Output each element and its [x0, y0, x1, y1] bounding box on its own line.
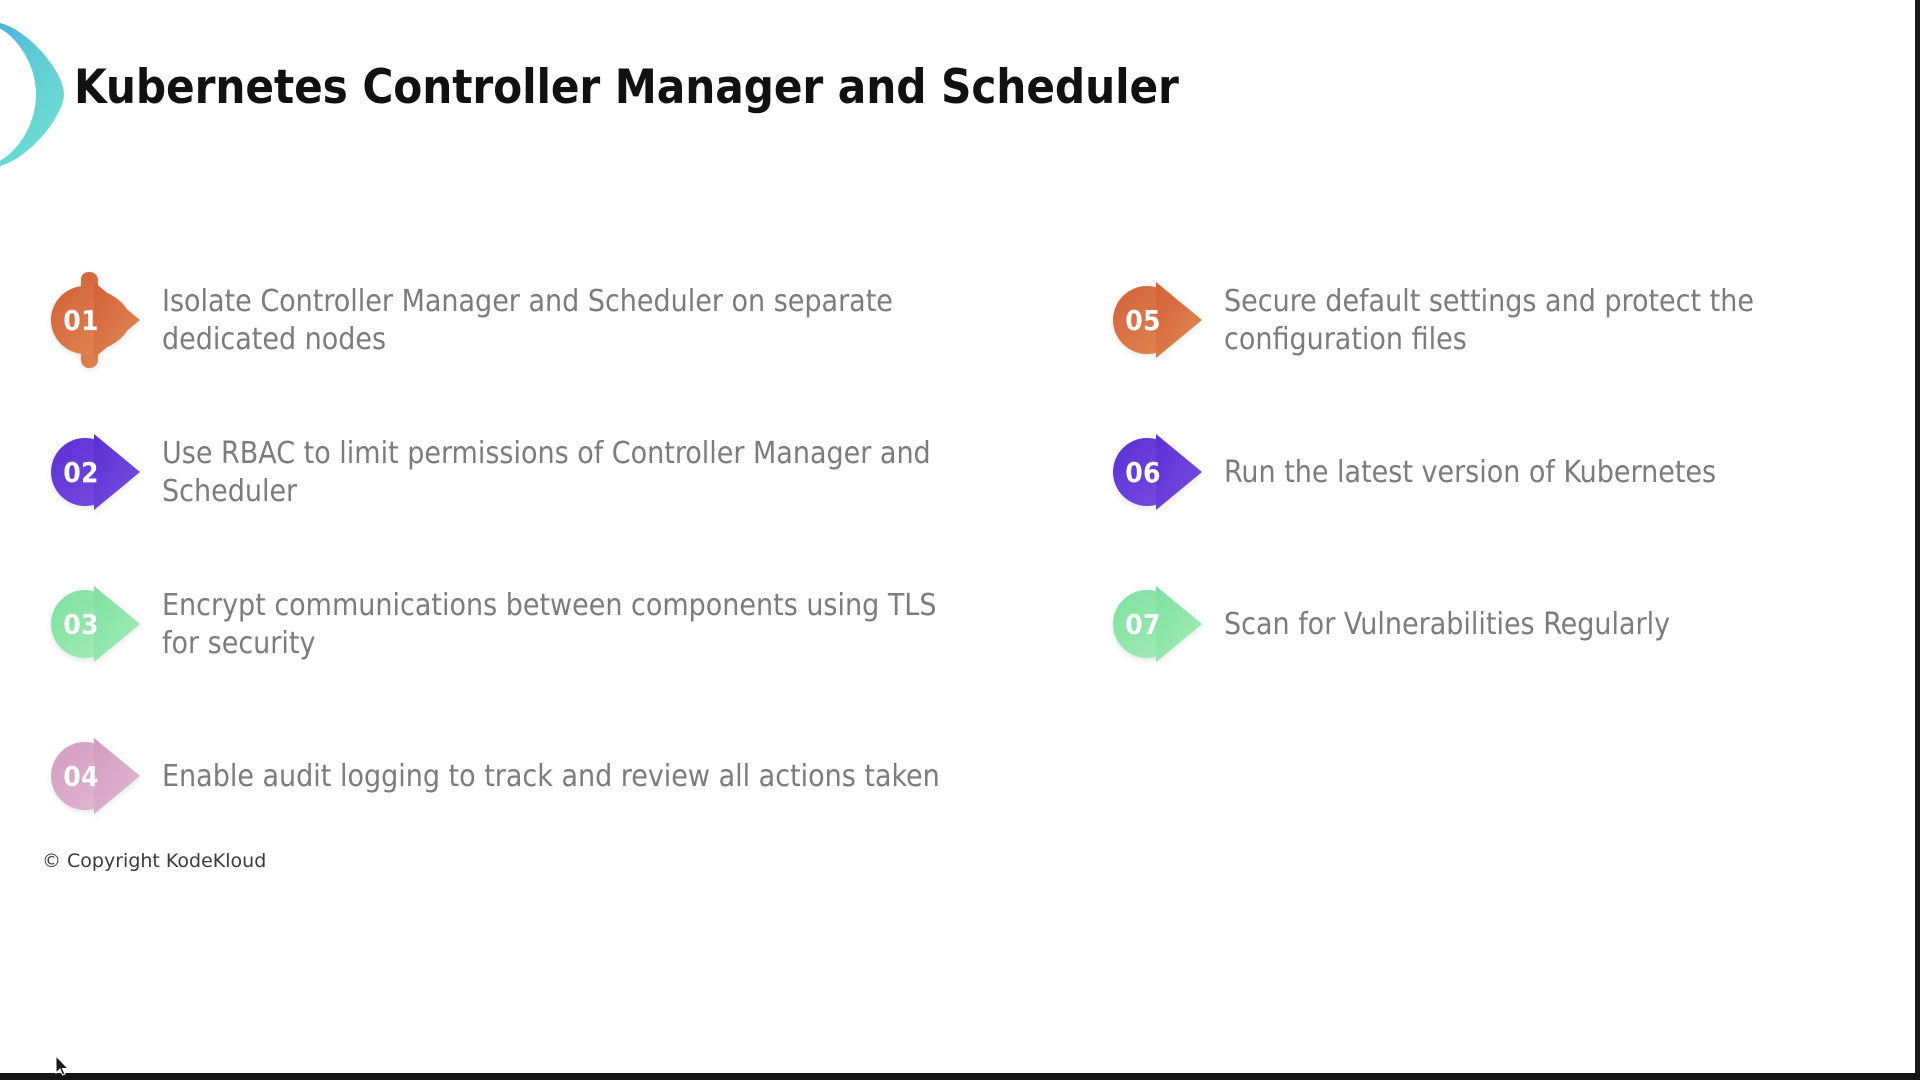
numbered-arrow-badge-icon: 01 — [48, 268, 144, 372]
numbered-arrow-badge-icon: 03 — [48, 572, 144, 676]
badge-number: 07 — [1125, 607, 1161, 641]
list-item: 05 Secure default settings and protect t… — [1110, 268, 1920, 372]
badge-number: 06 — [1125, 455, 1161, 489]
list-item-text: Isolate Controller Manager and Scheduler… — [162, 284, 893, 357]
numbered-arrow-badge-icon: 07 — [1110, 572, 1206, 676]
badge-number: 01 — [63, 303, 99, 337]
footer-copyright: © Copyright KodeKloud — [42, 850, 267, 872]
list-item: 02 Use RBAC to limit permissions of Cont… — [48, 420, 968, 524]
list-item-text: Encrypt communications between component… — [162, 588, 937, 661]
numbered-arrow-badge-icon: 06 — [1110, 420, 1206, 524]
badge-number: 05 — [1125, 303, 1161, 337]
capture-edge-right — [1915, 0, 1920, 1080]
chevron-right-deco-icon — [0, 22, 64, 167]
numbered-arrow-badge-icon: 04 — [48, 724, 144, 828]
list-item: 06 Run the latest version of Kubernetes — [1110, 420, 1920, 524]
list-item-text: Use RBAC to limit permissions of Control… — [162, 436, 931, 509]
list-item-text: Run the latest version of Kubernetes — [1224, 454, 1717, 490]
numbered-arrow-badge-icon: 02 — [48, 420, 144, 524]
right-column: 05 Secure default settings and protect t… — [1110, 268, 1920, 724]
list-item: 07 Scan for Vulnerabilities Regularly — [1110, 572, 1920, 676]
list-item: 03 Encrypt communications between compon… — [48, 572, 968, 676]
page-title: Kubernetes Controller Manager and Schedu… — [74, 60, 1179, 115]
list-item-text: Enable audit logging to track and review… — [162, 758, 940, 794]
badge-number: 04 — [63, 759, 99, 793]
mouse-pointer-icon — [55, 1054, 71, 1079]
list-item-text: Scan for Vulnerabilities Regularly — [1224, 606, 1671, 642]
numbered-arrow-badge-icon: 05 — [1110, 268, 1206, 372]
list-item: 01 Isolate Controller Manager and Schedu… — [48, 268, 968, 372]
badge-number: 03 — [63, 607, 99, 641]
list-item: 04 Enable audit logging to track and rev… — [48, 724, 968, 828]
left-column: 01 Isolate Controller Manager and Schedu… — [48, 268, 968, 876]
list-item-text: Secure default settings and protect the … — [1224, 284, 1754, 357]
capture-edge-bottom — [0, 1073, 1920, 1080]
badge-number: 02 — [63, 455, 99, 489]
